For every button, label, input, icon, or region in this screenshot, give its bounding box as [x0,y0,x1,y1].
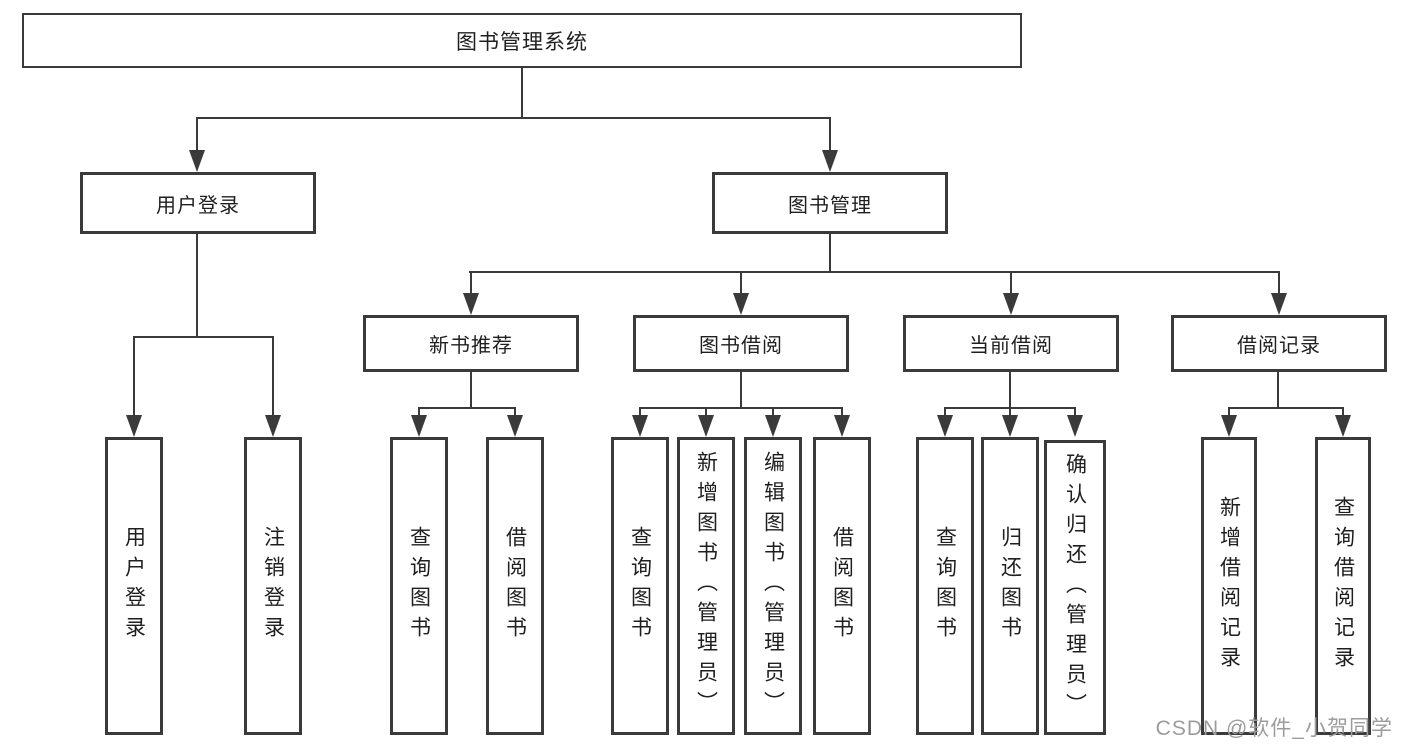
leaf-search-books-recommend: 查询图书 [390,437,448,735]
node-label: 用户登录 [156,194,240,217]
leaf-edit-books-admin: 编辑图书（管理员） [744,437,802,735]
connector-line [705,408,707,417]
node-label: 归还图书 [998,526,1022,646]
connector-line [740,372,742,408]
leaf-add-borrow-record: 新增借阅记录 [1201,437,1257,735]
node-label: 新增图书（管理员） [694,451,718,721]
arrowhead-down [126,415,142,437]
arrowhead-down [834,415,850,437]
connector-line [1228,408,1230,417]
arrowhead-down [937,415,953,437]
arrowhead-down [463,293,479,315]
node-label: 确认归还（管理员） [1063,452,1087,723]
node-label: 编辑图书（管理员） [761,451,785,721]
node-label: 新书推荐 [429,335,513,357]
connector-line [1228,407,1344,409]
connector-line [639,407,843,409]
node-new-book-recommend: 新书推荐 [363,315,579,372]
node-user-login-branch: 用户登录 [80,172,316,234]
leaf-user-login: 用户登录 [105,437,163,735]
connector-line [470,372,472,408]
node-label: 当前借阅 [969,335,1053,357]
leaf-borrow-books-borrowing: 借阅图书 [813,437,871,735]
arrowhead-down [765,415,781,437]
leaf-logout: 注销登录 [244,437,302,735]
arrowhead-down [1335,415,1351,437]
leaf-borrow-books-recommend: 借阅图书 [486,437,544,735]
connector-line [272,337,274,417]
node-label: 借阅图书 [503,526,527,646]
node-label: 查询图书 [933,526,957,646]
arrowhead-down [411,415,427,437]
connector-line [639,408,641,417]
leaf-search-books-current: 查询图书 [916,437,974,735]
connector-line [1278,272,1280,295]
arrowhead-down [822,150,838,172]
arrowhead-down [733,293,749,315]
arrowhead-down [698,415,714,437]
leaf-search-borrow-record: 查询借阅记录 [1315,437,1371,735]
connector-line [514,408,516,417]
connector-line [740,272,742,295]
connector-line [829,117,831,152]
connector-line [1009,372,1011,408]
connector-line [133,336,274,338]
connector-line [772,408,774,417]
connector-line [829,234,831,272]
node-label: 图书借阅 [699,335,783,357]
node-book-management: 图书管理 [712,172,948,234]
connector-line [469,271,1280,273]
node-book-borrowing: 图书借阅 [633,315,849,372]
arrowhead-down [632,415,648,437]
connector-line [1009,408,1011,417]
arrowhead-down [189,150,205,172]
connector-line [1074,408,1076,417]
node-label: 查询图书 [407,526,431,646]
connector-line [1010,272,1012,295]
connector-line [944,408,946,417]
node-label: 借阅记录 [1237,335,1321,357]
connector-line [133,337,135,417]
node-label: 借阅图书 [830,526,854,646]
connector-line [1342,408,1344,417]
node-label: 注销登录 [261,526,285,646]
connector-line [841,408,843,417]
node-label: 查询借阅记录 [1331,496,1355,676]
connector-line [470,272,472,295]
arrowhead-down [1002,415,1018,437]
arrowhead-down [507,415,523,437]
arrowhead-down [1003,293,1019,315]
node-label: 图书管理系统 [456,30,588,54]
arrowhead-down [265,415,281,437]
connector-line [418,408,420,417]
node-current-borrowing: 当前借阅 [903,315,1119,372]
arrowhead-down [1067,415,1083,437]
node-borrowing-records: 借阅记录 [1171,315,1387,372]
connector-line [1277,372,1279,408]
node-label: 图书管理 [788,194,872,217]
connector-line [196,234,198,337]
arrowhead-down [1221,415,1237,437]
leaf-add-books-admin: 新增图书（管理员） [677,437,735,735]
leaf-return-books: 归还图书 [981,437,1039,735]
arrowhead-down [1271,293,1287,315]
node-label: 用户登录 [122,526,146,646]
leaf-search-books-borrowing: 查询图书 [611,437,669,735]
leaf-confirm-return-admin: 确认归还（管理员） [1044,440,1106,735]
node-label: 新增借阅记录 [1217,496,1241,676]
csdn-watermark: CSDN @软件_小贺同学 [1155,717,1393,740]
connector-line [418,407,516,409]
node-root-library-system: 图书管理系统 [22,13,1022,68]
node-label: 查询图书 [628,526,652,646]
connector-line [521,68,523,118]
connector-line [197,117,831,119]
connector-line [196,117,198,152]
